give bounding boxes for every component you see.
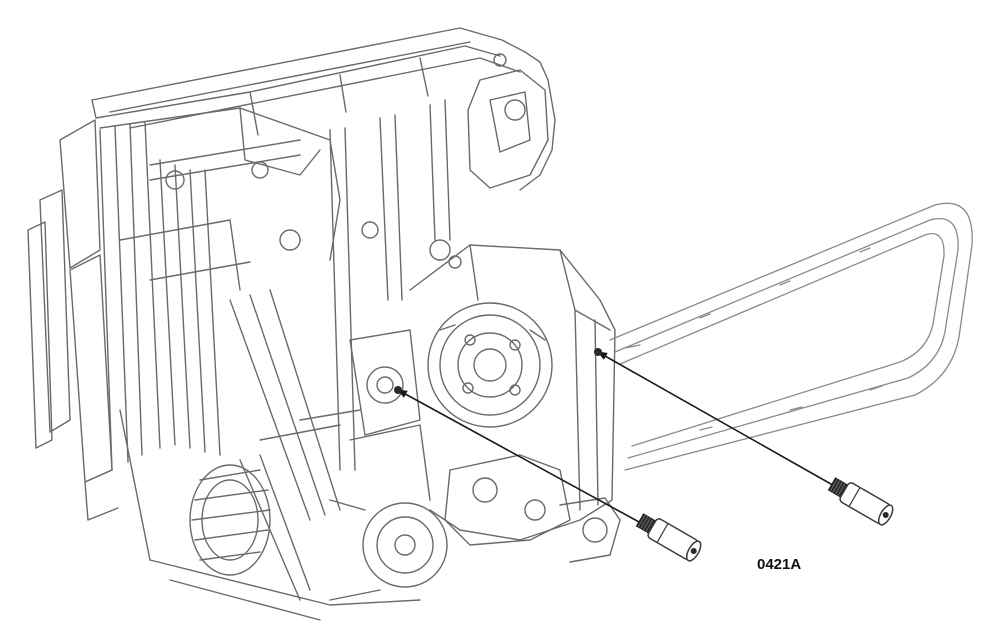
arrow-bolt-upper — [594, 348, 839, 489]
bolt-icon — [635, 513, 702, 562]
engine-block-illustration — [27, 27, 621, 621]
drive-belt — [609, 202, 973, 471]
bolt-icon — [827, 477, 894, 526]
arrow-bolt-lower — [394, 386, 651, 529]
figure-code: 0421A — [757, 556, 802, 573]
